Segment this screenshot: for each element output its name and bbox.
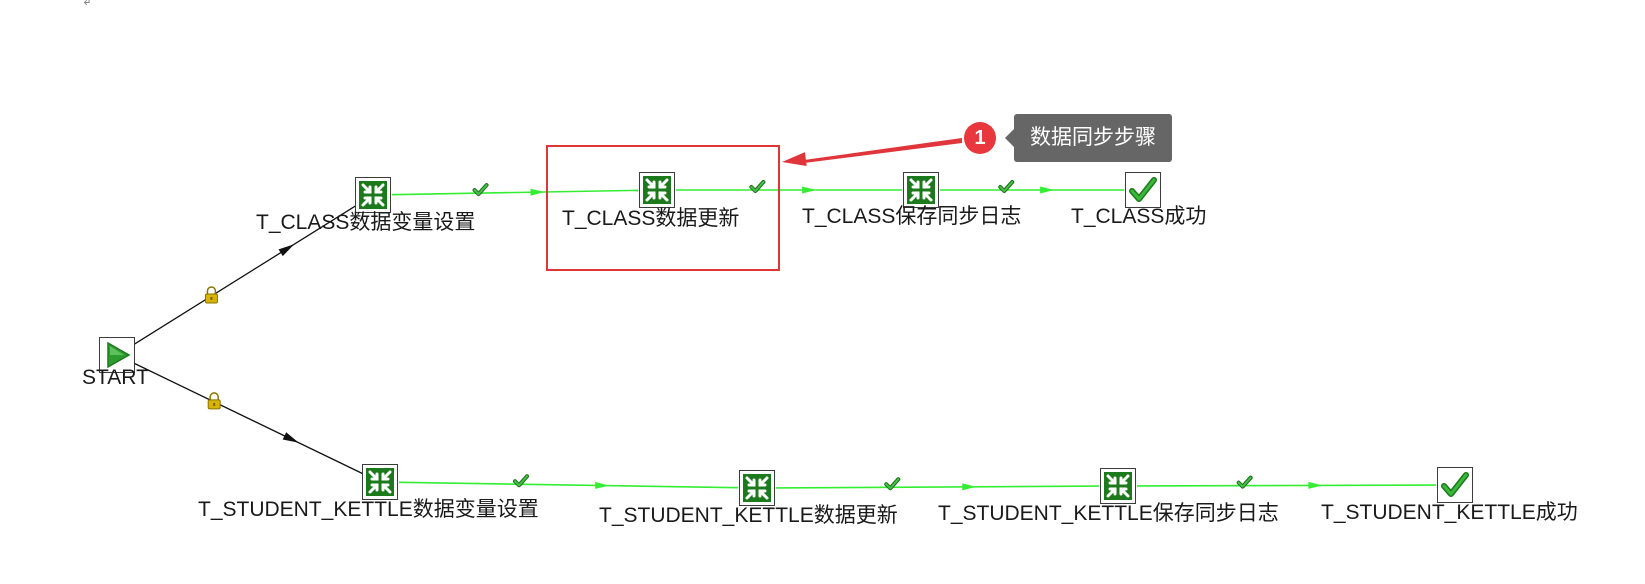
node-label-class-success: T_CLASS成功 xyxy=(1071,205,1207,228)
callout-badge: 1 xyxy=(964,122,996,154)
node-label-student-log: T_STUDENT_KETTLE保存同步日志 xyxy=(938,502,1279,525)
node-label-student-var: T_STUDENT_KETTLE数据变量设置 xyxy=(198,498,539,521)
check-icon xyxy=(884,477,901,491)
corner-mark: ↲ xyxy=(82,0,93,8)
edge-line xyxy=(133,362,364,475)
edge-layer xyxy=(132,186,1437,491)
node-label-class-var: T_CLASS数据变量设置 xyxy=(256,211,476,234)
node-label-start: START xyxy=(82,366,149,389)
transform-arrows-icon[interactable] xyxy=(639,172,675,208)
lock-icon xyxy=(207,392,221,410)
success-check-icon[interactable] xyxy=(1125,172,1161,208)
lock-icon xyxy=(204,286,218,304)
arrow-head xyxy=(962,483,977,491)
arrow-head xyxy=(1308,481,1323,489)
arrow-head xyxy=(782,152,807,167)
arrow-head xyxy=(1040,186,1055,194)
arrow-head xyxy=(282,432,299,443)
node-label-student-update: T_STUDENT_KETTLE数据更新 xyxy=(599,504,898,527)
check-icon xyxy=(998,180,1015,193)
edge-icon-layer xyxy=(204,180,1253,491)
arrow-head xyxy=(595,481,610,489)
transform-arrows-icon[interactable] xyxy=(362,464,398,500)
callout-tooltip: 数据同步步骤 xyxy=(1005,114,1172,162)
transform-arrows-icon[interactable] xyxy=(1100,468,1136,504)
transform-arrows-icon[interactable] xyxy=(355,177,391,213)
node-label-student-success: T_STUDENT_KETTLE成功 xyxy=(1321,501,1578,524)
transform-arrows-icon[interactable] xyxy=(739,470,775,506)
transform-arrows-icon[interactable] xyxy=(903,172,939,208)
edge-line xyxy=(775,485,1100,489)
edge-line xyxy=(391,189,639,196)
node-label-class-update: T_CLASS数据更新 xyxy=(562,207,740,230)
edge-line xyxy=(398,481,739,489)
highlight-box xyxy=(546,145,780,271)
check-icon xyxy=(1236,475,1253,489)
node-label-class-log: T_CLASS保存同步日志 xyxy=(802,205,1022,228)
arrow-head xyxy=(802,186,817,194)
callout-layer xyxy=(782,138,962,167)
callout-arrow-shaft xyxy=(804,138,962,163)
success-check-icon[interactable] xyxy=(1437,467,1473,503)
check-icon xyxy=(472,183,489,197)
edge-line xyxy=(132,204,358,346)
edge-line xyxy=(1136,484,1437,487)
arrow-head xyxy=(278,244,295,257)
start-play-icon[interactable] xyxy=(99,337,135,373)
check-icon xyxy=(513,474,530,488)
arrow-head xyxy=(530,188,545,196)
check-icon xyxy=(749,180,766,193)
